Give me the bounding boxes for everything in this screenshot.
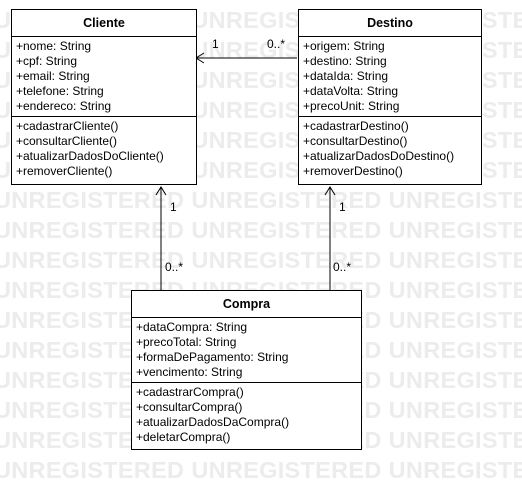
methods-section: +cadastrarDestino()+consultarDestino()+a… [299,116,481,181]
attribute-item: +dataIda: String [303,69,389,83]
method-item: +cadastrarCliente() [16,119,119,133]
multiplicity-cliente-end: 1 [212,37,219,51]
attribute-item: +formaDePagamento: String [136,350,289,364]
method-item: +cadastrarCompra() [136,385,244,399]
method-item: +consultarDestino() [303,134,408,148]
methods-section: +cadastrarCliente()+consultarCliente()+a… [12,116,196,181]
attribute-item: +vencimento: String [136,365,243,379]
class-destino[interactable]: Destino +origem: String+destino: String+… [298,9,482,185]
method-item: +atualizarDadosDoCliente() [16,149,164,163]
class-cliente[interactable]: Cliente +nome: String+cpf: String+email:… [11,9,197,185]
association-compra-cliente [155,186,167,290]
class-name: Destino [299,10,481,37]
attribute-item: +email: String [16,69,90,83]
multiplicity-compra-end: 0..* [333,260,352,274]
class-compra[interactable]: Compra +dataCompra: String+precoTotal: S… [131,290,362,450]
attribute-item: +cpf: String [16,54,78,68]
attribute-item: +telefone: String [16,84,104,98]
attributes-section: +origem: String+destino: String+dataIda:… [299,37,481,116]
arrowhead-icon [155,186,167,196]
attributes-section: +nome: String+cpf: String+email: String+… [12,37,196,116]
association-compra-destino [324,186,336,290]
method-item: +atualizarDadosDaCompra() [136,415,290,429]
methods-section: +cadastrarCompra()+consultarCompra()+atu… [132,382,361,447]
class-name: Cliente [12,10,196,37]
arrowhead-icon [324,186,336,196]
attribute-item: +precoTotal: String [136,335,237,349]
attributes-section: +dataCompra: String+precoTotal: String+f… [132,318,361,382]
association-destino-cliente [195,52,297,64]
multiplicity-cliente-end: 1 [170,200,177,214]
method-item: +consultarCliente() [16,134,118,148]
attribute-item: +dataVolta: String [303,84,399,98]
method-item: +removerCliente() [16,164,113,178]
attribute-item: +precoUnit: String [303,99,400,113]
method-item: +removerDestino() [303,164,403,178]
attribute-item: +destino: String [303,54,387,68]
attribute-item: +nome: String [16,39,92,53]
class-name: Compra [132,291,361,318]
attribute-item: +origem: String [303,39,385,53]
multiplicity-destino-end: 1 [339,200,346,214]
multiplicity-destino-end: 0..* [267,37,286,51]
method-item: +atualizarDadosDoDestino() [303,149,455,163]
method-item: +cadastrarDestino() [303,119,409,133]
attribute-item: +dataCompra: String [136,320,248,334]
method-item: +consultarCompra() [136,400,243,414]
attribute-item: +endereco: String [16,99,112,113]
multiplicity-compra-end: 0..* [165,260,184,274]
method-item: +deletarCompra() [136,430,231,444]
